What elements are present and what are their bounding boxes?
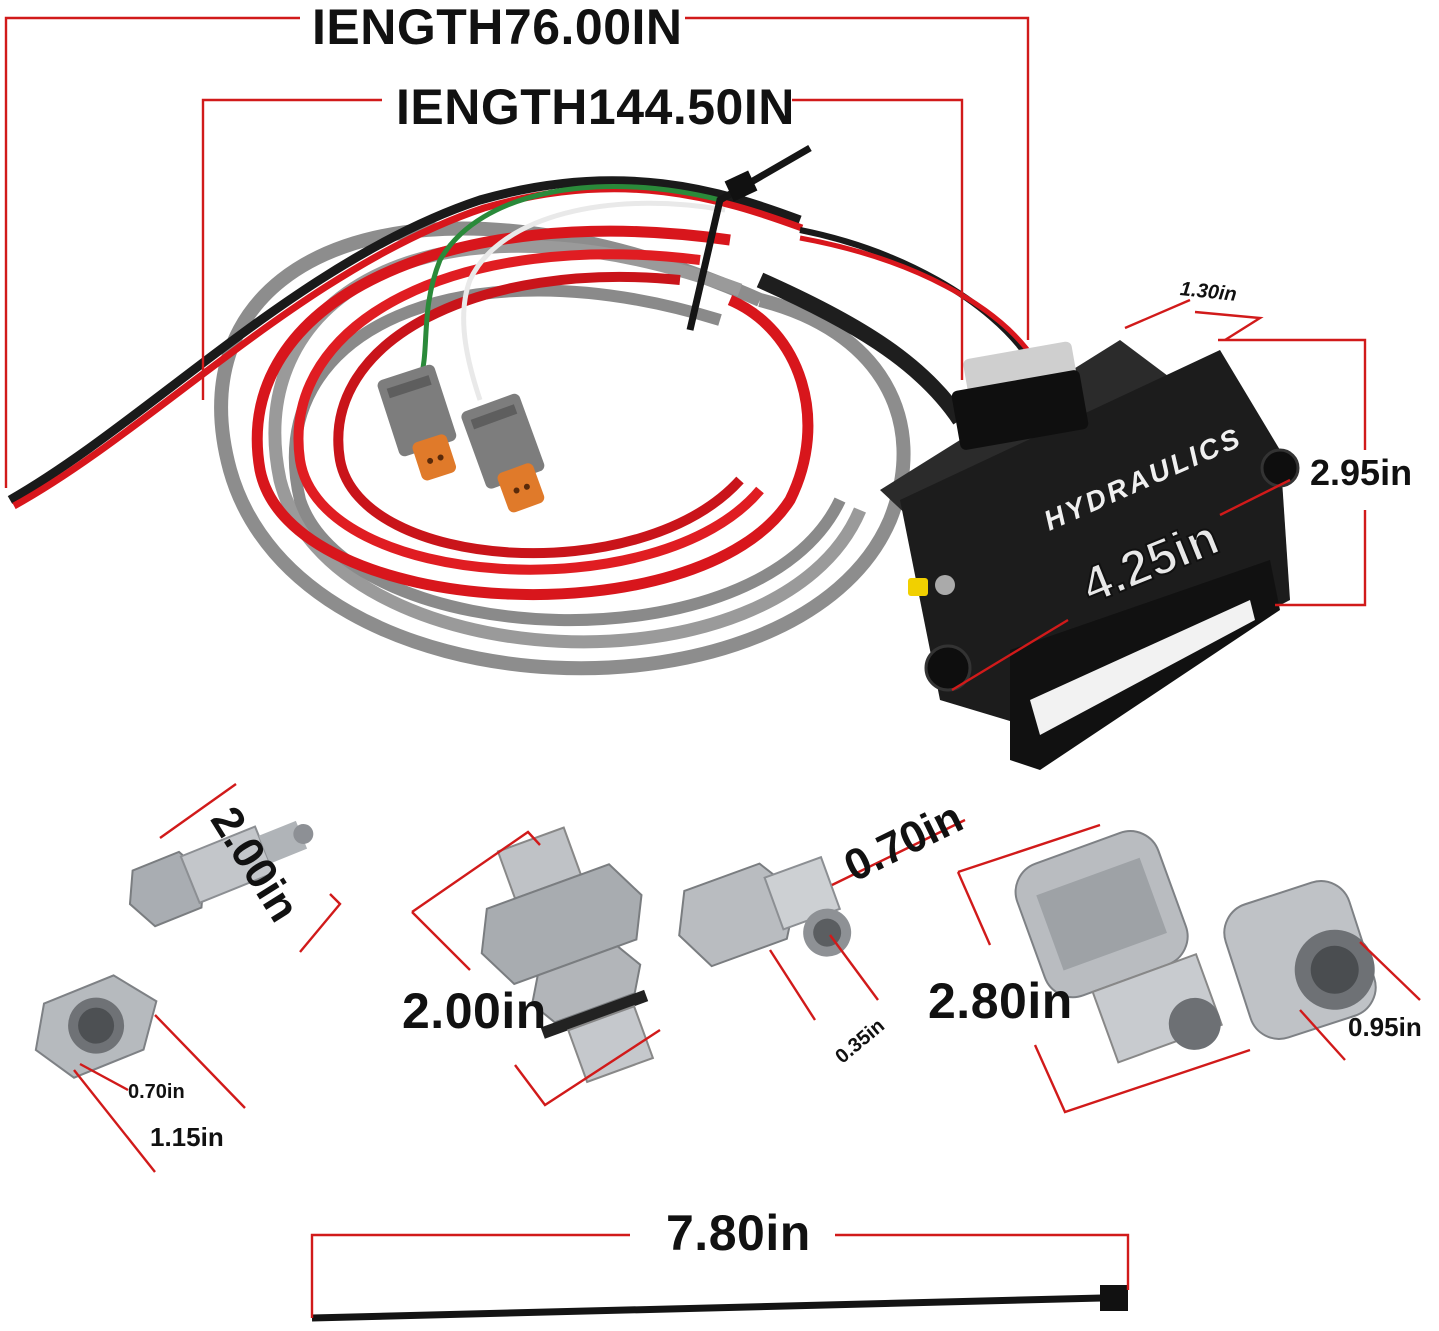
fitting-union [480,826,655,1084]
green-wire [417,184,721,381]
wire-harness [7,144,1039,676]
red-wire-loop-1 [251,225,814,601]
gray-wire-loop-1 [214,221,911,676]
right-knob [1260,448,1300,488]
control-box [880,340,1300,770]
length-outer-label: IENGTH76.00IN [312,0,683,55]
fitting-male-plug [128,820,314,928]
nut-inner-label: 0.70in [128,1081,185,1103]
fitting-coupler-sleeve [1223,880,1377,1040]
tie-length-label: 7.80in [666,1205,811,1261]
red-black-pair [7,176,802,504]
yellow-indicator [908,578,928,596]
white-wire [461,200,726,401]
connector-left [377,364,457,481]
coupler-length-label: 2.80in [928,973,1073,1029]
connector-right [461,393,545,513]
main-cable-to-box [756,272,967,425]
length-inner-label: IENGTH144.50IN [396,79,795,135]
box-height-label: 2.95in [1310,452,1413,493]
red-wire-loop-2 [293,249,764,575]
fitting-female-nut [34,974,158,1079]
union-length-label: 2.00in [402,983,547,1039]
nut-outer-label: 1.15in [150,1122,224,1152]
coupler-diameter-label: 0.95in [1348,1012,1422,1042]
left-knob [924,644,972,692]
red-wire-loop-3 [333,272,744,559]
dimension-lines [4,16,1421,1318]
fitting-female-coupler [1014,830,1223,1064]
loose-zip-tie [311,1285,1128,1322]
fitting-adapter [678,855,852,968]
harness-zip-tie [686,144,812,331]
